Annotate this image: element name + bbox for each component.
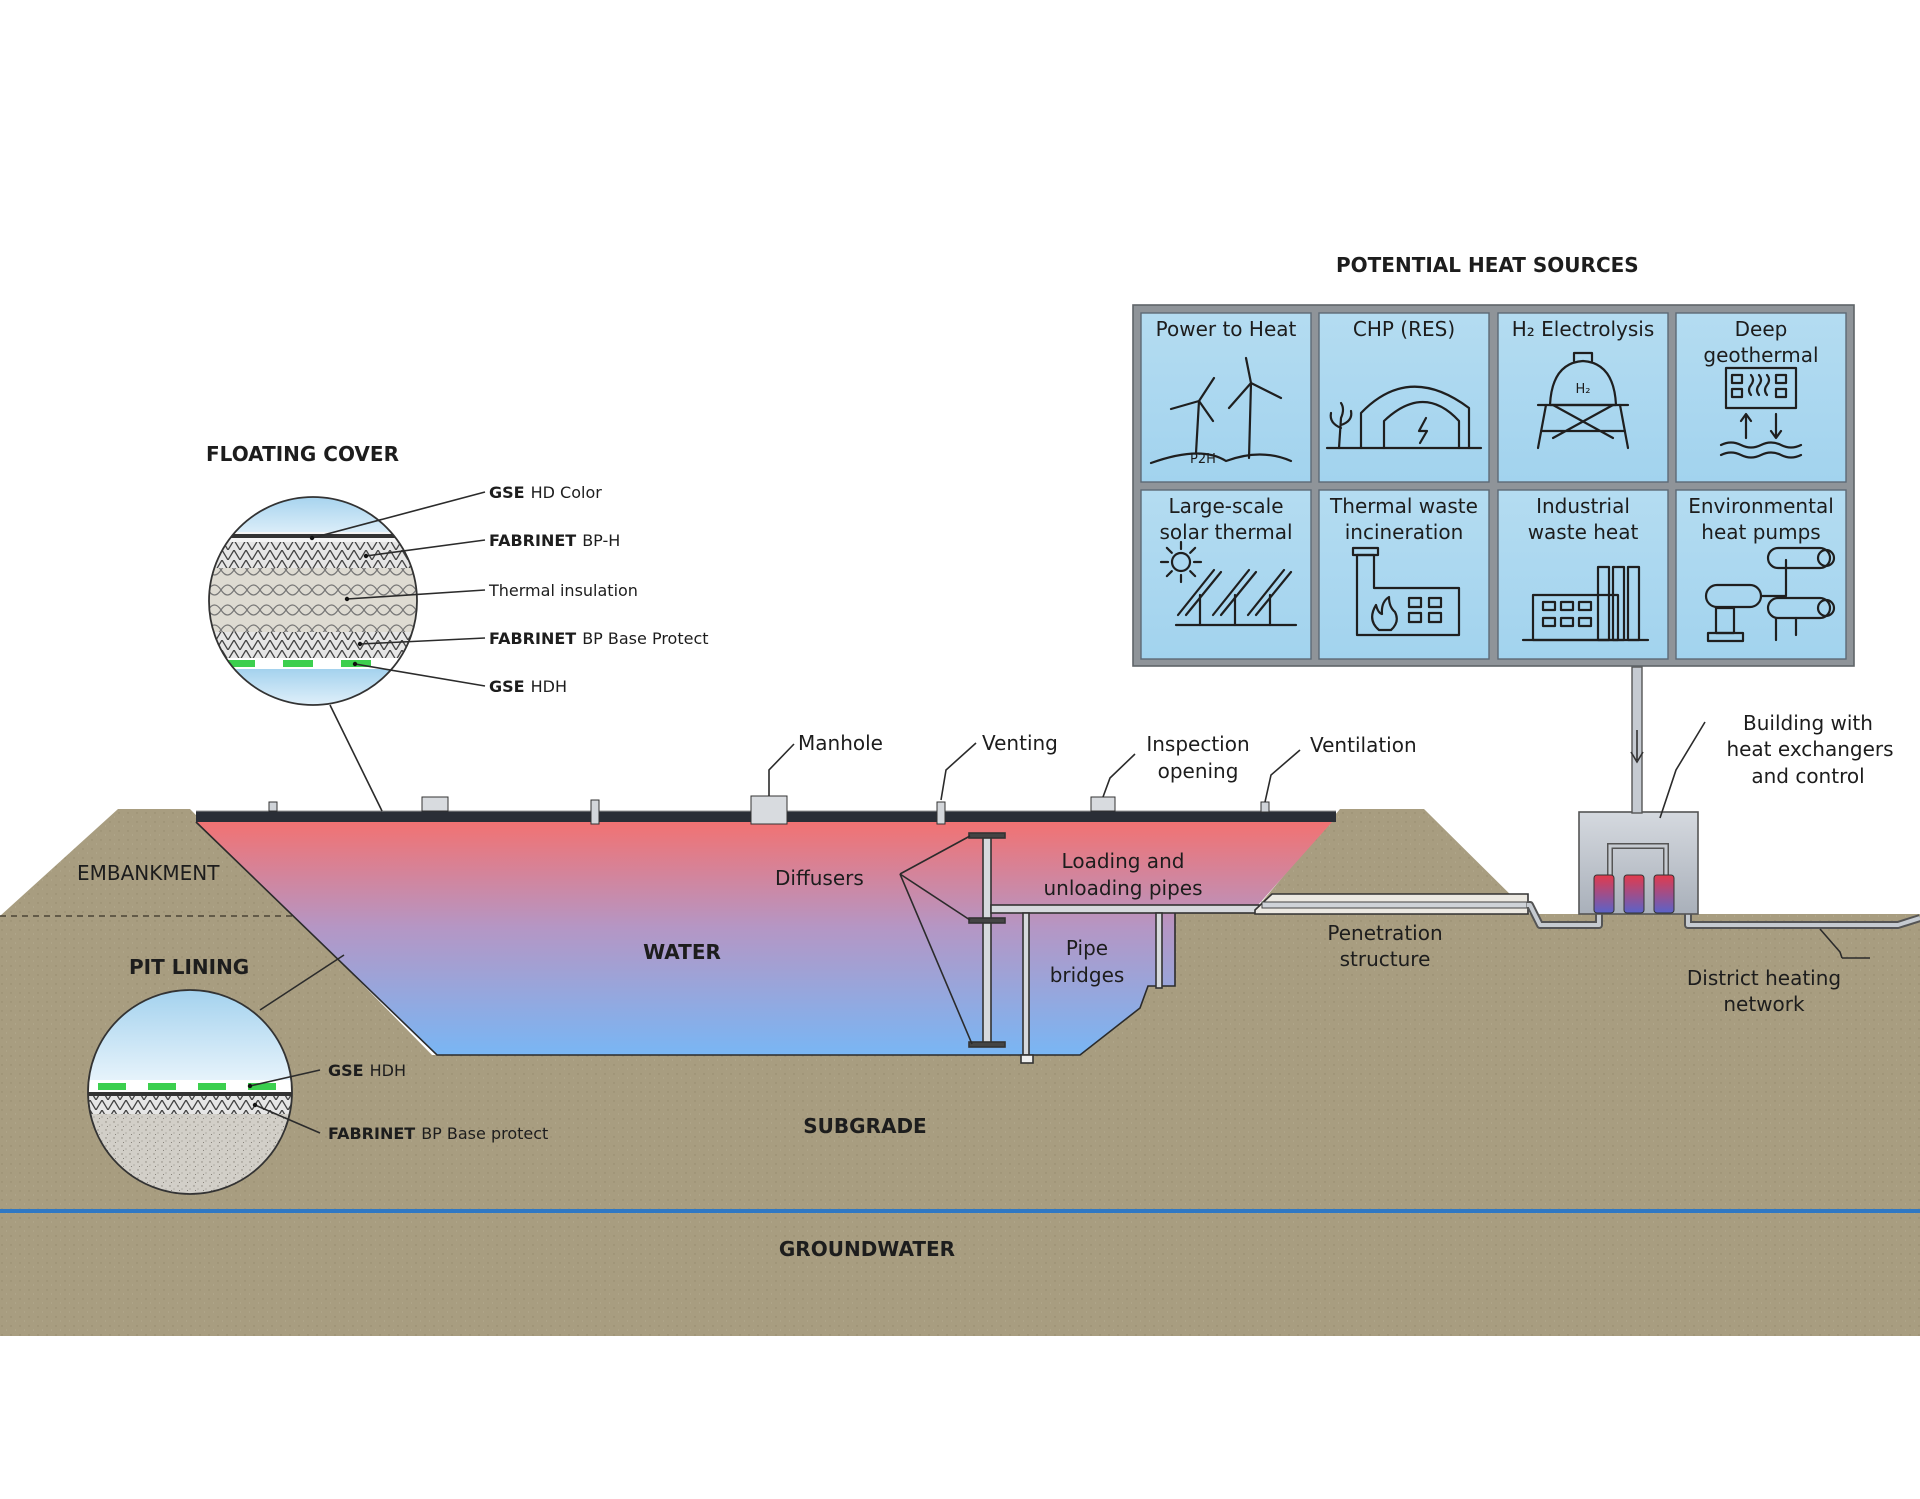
pit-lining-label: PIT LINING [129,955,249,979]
control-building [1578,666,1699,915]
pipe-bridges-label-2: bridges [1050,963,1125,987]
embankment-label: EMBANKMENT [77,861,220,885]
subgrade-soil [0,809,1920,1336]
penetration-label-1: Penetration [1327,921,1442,945]
icon-text: P2H [1190,452,1216,467]
heat-source-label: Thermal waste [1329,494,1478,518]
loading-label-1: Loading and [1062,849,1185,873]
district-label-1: District heating [1687,966,1841,990]
fitting-callouts: Manhole Venting Inspection opening Venti… [768,711,1894,819]
diffuser-top [968,832,1006,839]
building-label-2: heat exchangers [1726,737,1893,761]
inspection-label-2: opening [1158,759,1239,783]
groundwater-label: GROUNDWATER [779,1237,955,1261]
diffuser-middle [968,917,1006,924]
district-label-2: network [1723,992,1805,1016]
small-vent [268,801,278,812]
inspection-label-1: Inspection [1146,732,1249,756]
heat-source-label: Industrial [1536,494,1630,518]
heat-source-label: solar thermal [1159,520,1292,544]
manhole-label: Manhole [798,731,883,755]
hydrogen-tank-icon: H₂ [1536,351,1630,450]
heat-sources-title: POTENTIAL HEAT SOURCES [1336,253,1639,277]
heat-source-label: Power to Heat [1156,317,1297,341]
factory-icon [1521,565,1650,642]
subgrade-label: SUBGRADE [803,1114,926,1138]
water-label: WATER [643,940,721,964]
heat-pump-icon [1704,546,1836,643]
venting-icon [936,801,946,825]
heat-source-label: Deep [1735,317,1788,341]
biogas-plant-icon [1325,385,1483,450]
building-label-1: Building with [1743,711,1873,735]
solar-collectors-icon [1159,540,1298,627]
ventilation-icon [1260,801,1270,813]
icon-text: H₂ [1576,382,1591,397]
heat-exchanger [1653,874,1675,914]
pipe-bridge [1155,912,1163,989]
loading-label-2: unloading pipes [1043,876,1202,900]
ground [0,809,1920,1336]
geothermal-icon [1719,366,1803,459]
cover-layer-3: Thermal insulation [488,581,638,600]
ventilation-label: Ventilation [1310,733,1417,757]
heat-source-label: waste heat [1528,520,1639,544]
inspection-hatch [421,796,449,812]
pipe-bridge [1022,912,1030,1056]
incineration-plant-icon [1351,546,1461,637]
heat-source-label: incineration [1345,520,1464,544]
pit-liner [195,821,1176,1056]
small-vent [590,799,600,825]
down-arrow-icon [1630,730,1644,764]
heat-source-label: heat pumps [1701,520,1820,544]
floating-cover-detail [208,496,418,812]
heat-source-label: Environmental [1688,494,1834,518]
floating-cover-title: FLOATING COVER [206,442,399,466]
manhole-icon [750,795,788,825]
heat-exchanger [1623,874,1645,914]
diffusers-label: Diffusers [775,866,864,890]
penetration-structure [1254,893,1529,915]
heat-exchanger [1593,874,1615,914]
penetration-label-2: structure [1340,947,1431,971]
loading-pipe [990,904,1260,914]
heat-source-label: geothermal [1703,343,1818,367]
venting-label: Venting [982,731,1058,755]
pit [195,795,1529,1064]
heat-source-label: H₂ Electrolysis [1512,317,1655,341]
labels: FLOATING COVER POTENTIAL HEAT SOURCES GS… [77,253,1894,1261]
heat-source-label: CHP (RES) [1353,317,1455,341]
inspection-opening-icon [1090,796,1116,812]
building-label-3: and control [1751,764,1864,788]
pipe-bridges-label-1: Pipe [1066,936,1108,960]
heat-source-label: Large-scale [1168,494,1283,518]
water-body [196,822,1332,1055]
diffusers-callout: Diffusers [775,835,973,1045]
wind-turbines-icon: P2H [1149,356,1293,467]
diffuser-bottom [968,1041,1006,1048]
heat-source-tile: CHP (RES) [1318,312,1490,483]
diffusers-and-pipes [968,832,1260,1064]
